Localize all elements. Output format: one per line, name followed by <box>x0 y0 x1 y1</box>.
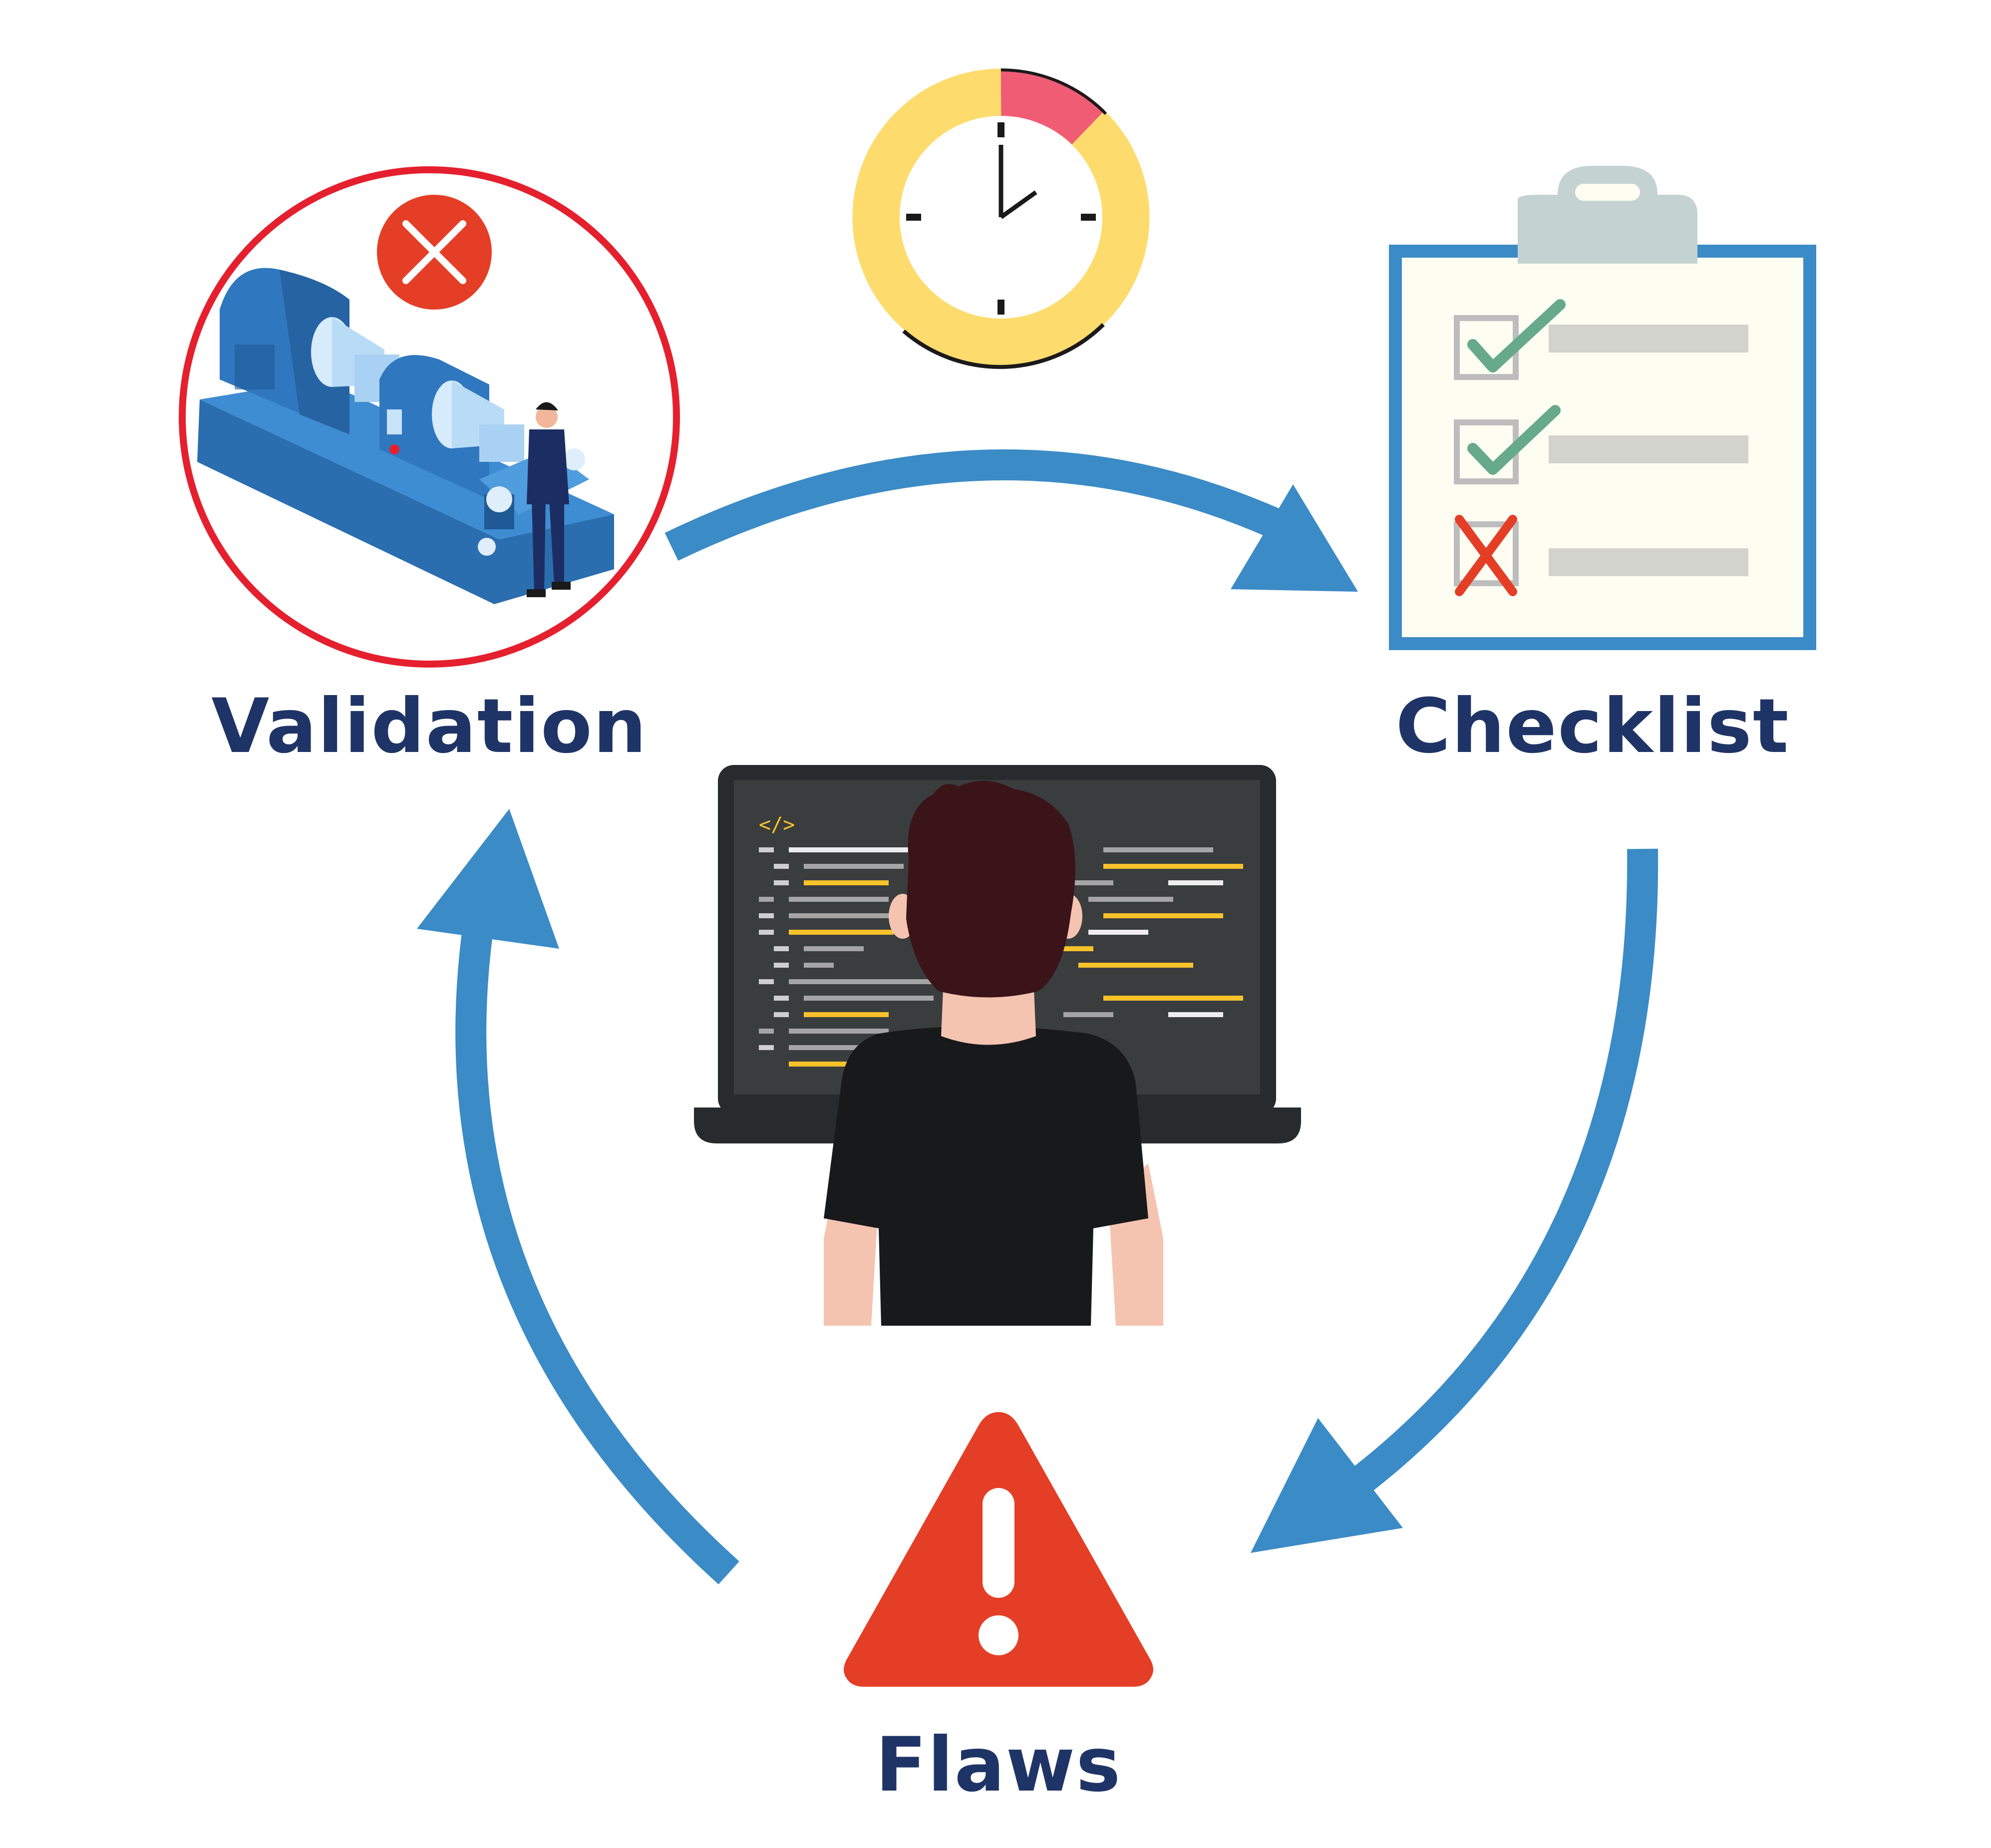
code-lines <box>759 847 1243 1067</box>
checklist-item <box>1454 299 1748 380</box>
stage-label-checklist: Checklist <box>1395 683 1790 770</box>
stage-label-flaws: Flaws <box>875 1722 1122 1809</box>
arrow-checklist-to-flaws <box>1251 848 1659 1553</box>
close-icon <box>377 195 492 310</box>
warning-icon <box>844 1412 1153 1687</box>
code-tag: </> <box>759 813 795 836</box>
checklist-item <box>1454 405 1748 484</box>
arrow-validation-to-checklist <box>664 449 1358 592</box>
clipboard-icon <box>1389 166 1816 650</box>
arrow-flaws-to-validation <box>417 809 739 1585</box>
stage-label-validation: Validation <box>211 683 648 770</box>
clock-icon <box>852 68 1150 369</box>
validation-illustration <box>179 166 680 668</box>
developer-figure <box>824 780 1163 1326</box>
checklist-item <box>1454 515 1748 596</box>
